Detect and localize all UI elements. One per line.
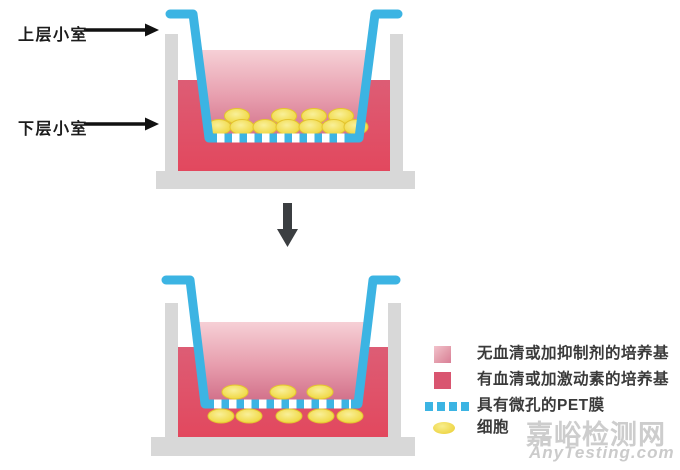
cells-migrated-below-membrane [207,408,364,424]
lower-chamber-arrow [84,117,159,131]
well-plate-upper [156,34,415,189]
upper-chamber-label: 上层小室 [18,27,89,44]
watermark-en: AnyTesting.com [529,443,675,462]
step-arrow [277,203,298,247]
lower-chamber-label: 下层小室 [18,121,89,138]
cells-above-membrane-lower [221,384,334,400]
well-plate-lower [151,303,415,456]
cells-on-membrane-upper [206,108,369,135]
upper-chamber-arrow [84,23,159,37]
lower-assembly [151,275,415,456]
watermark-cn: 嘉峪检测网 [526,420,666,450]
upper-assembly [156,9,415,189]
upper-medium-lower-diagram [199,322,368,401]
